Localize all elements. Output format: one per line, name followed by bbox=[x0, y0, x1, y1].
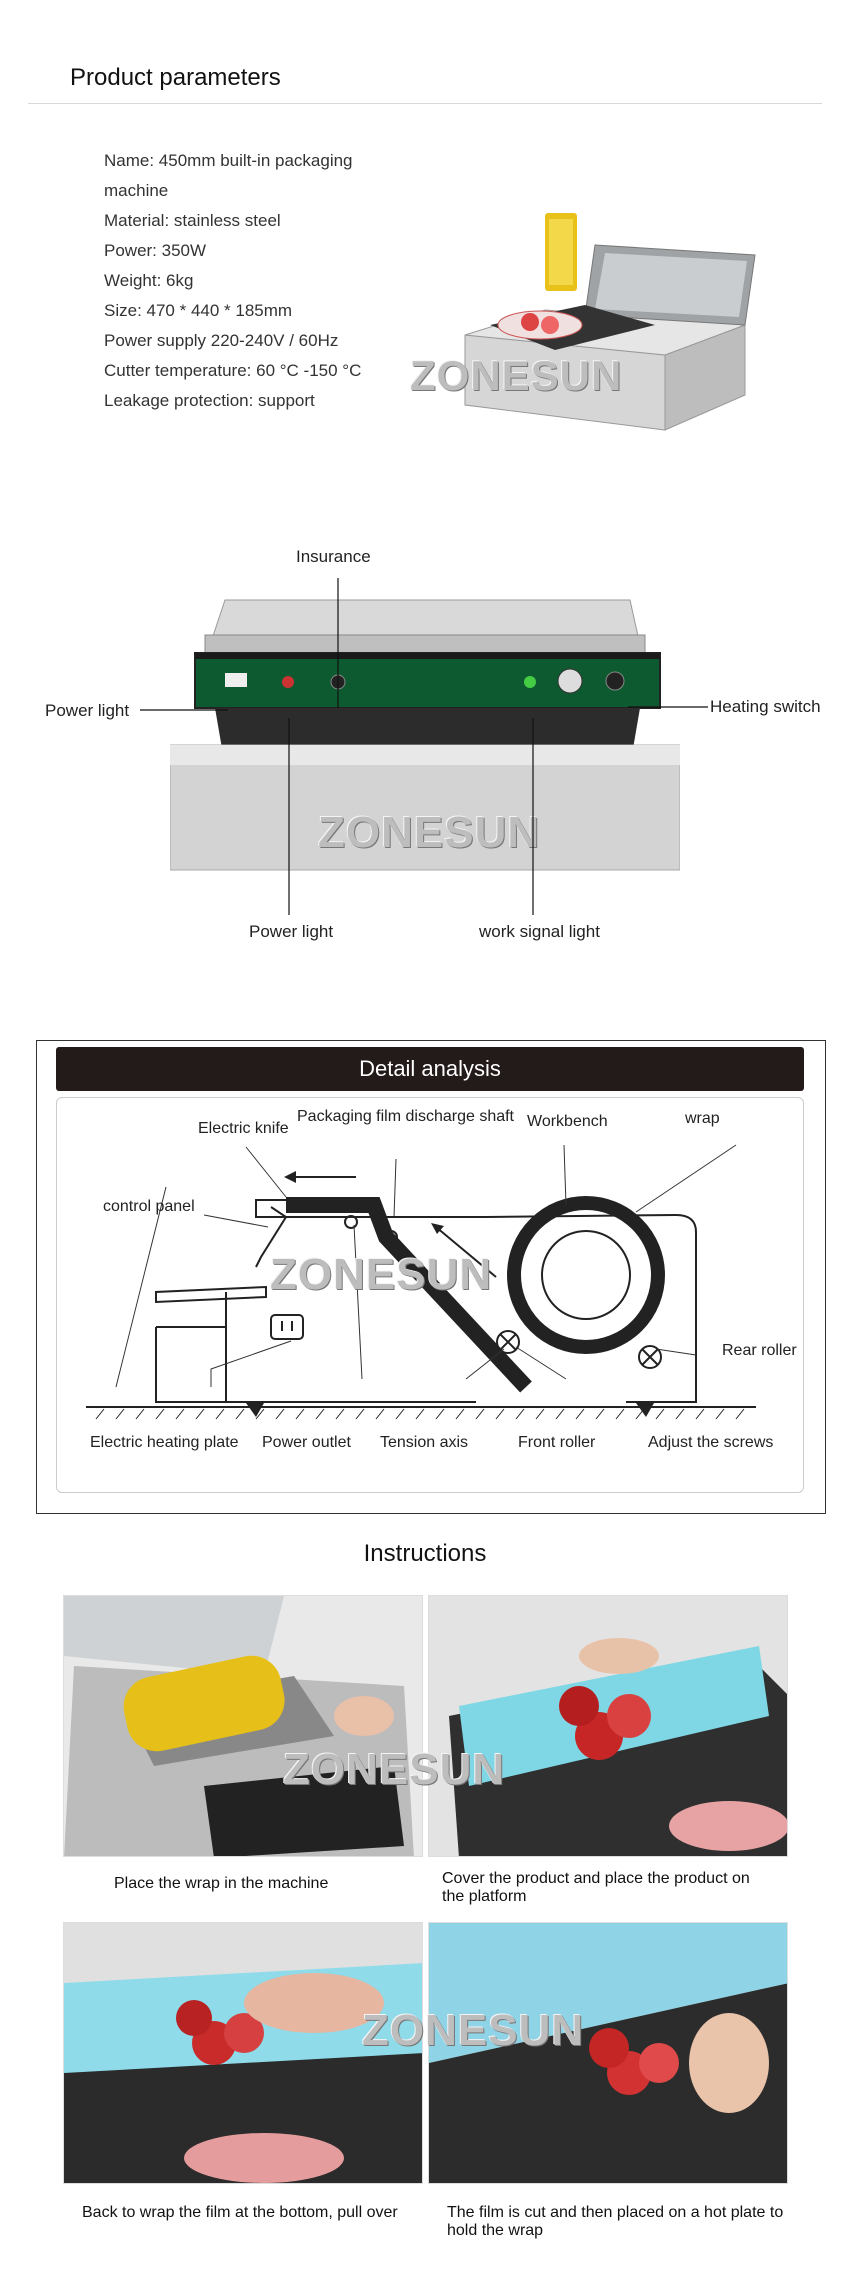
label-rear-roller: Rear roller bbox=[722, 1342, 797, 1359]
instruction-photo-1 bbox=[63, 1595, 423, 1857]
parameter-list: Name: 450mm built-in packaging machine M… bbox=[104, 146, 404, 416]
watermark: ZONESUN bbox=[270, 1250, 493, 1299]
watermark: ZONESUN bbox=[318, 808, 541, 857]
label-wrap: wrap bbox=[685, 1110, 720, 1127]
detail-frame bbox=[36, 1040, 826, 1514]
param-line: Name: 450mm built-in packaging machine bbox=[104, 151, 353, 200]
instruction-caption-4: The film is cut and then placed on a hot… bbox=[447, 2204, 784, 2239]
watermark: ZONESUN bbox=[362, 2006, 585, 2055]
instruction-caption-3: Back to wrap the film at the bottom, pul… bbox=[82, 2204, 398, 2221]
param-line: Leakage protection: support bbox=[104, 391, 315, 410]
param-line: Cutter temperature: 60 °C -150 °C bbox=[104, 361, 362, 380]
label-power-outlet: Power outlet bbox=[262, 1434, 351, 1451]
watermark: ZONESUN bbox=[283, 1745, 506, 1794]
detail-diagram bbox=[86, 1144, 756, 1420]
detail-title-bar: Detail analysis bbox=[56, 1047, 804, 1091]
label-tension-axis: Tension axis bbox=[380, 1434, 469, 1451]
label-discharge-shaft: Packaging film discharge shaft bbox=[297, 1108, 514, 1125]
param-line: Power: 350W bbox=[104, 241, 207, 260]
label-work-signal-light: work signal light bbox=[479, 922, 600, 941]
product-image-machine bbox=[464, 213, 756, 431]
label-electric-knife: Electric knife bbox=[198, 1120, 289, 1137]
instruction-photo-2 bbox=[428, 1595, 788, 1857]
section-title-instructions: Instructions bbox=[363, 1540, 487, 1567]
label-power-light-left: Power light bbox=[45, 701, 130, 720]
control-panel-image bbox=[170, 599, 680, 871]
instruction-photo-4 bbox=[428, 1922, 788, 2184]
label-front-roller: Front roller bbox=[518, 1434, 596, 1451]
label-heating-switch: Heating switch bbox=[710, 697, 821, 716]
watermark: ZONESUN bbox=[410, 352, 623, 399]
param-line: Weight: 6kg bbox=[104, 271, 194, 290]
section-title-product-parameters: Product parameters bbox=[70, 64, 281, 91]
detail-diagram-panel bbox=[56, 1097, 804, 1493]
label-insurance: Insurance bbox=[296, 547, 371, 566]
instruction-photo-3 bbox=[63, 1922, 423, 2184]
param-line: Material: stainless steel bbox=[104, 211, 281, 230]
label-workbench: Workbench bbox=[527, 1113, 608, 1130]
label-adjust-screws: Adjust the screws bbox=[648, 1434, 774, 1451]
instruction-caption-1: Place the wrap in the machine bbox=[114, 1875, 329, 1892]
label-power-light-bottom: Power light bbox=[249, 922, 334, 941]
param-line: Power supply 220-240V / 60Hz bbox=[104, 331, 339, 350]
label-electric-heating-plate: Electric heating plate bbox=[90, 1434, 239, 1451]
instruction-caption-2: Cover the product and place the product … bbox=[442, 1870, 750, 1905]
label-control-panel: control panel bbox=[103, 1198, 195, 1215]
divider bbox=[28, 103, 822, 104]
callout-lines bbox=[140, 578, 708, 915]
param-line: Size: 470 * 440 * 185mm bbox=[104, 301, 293, 320]
